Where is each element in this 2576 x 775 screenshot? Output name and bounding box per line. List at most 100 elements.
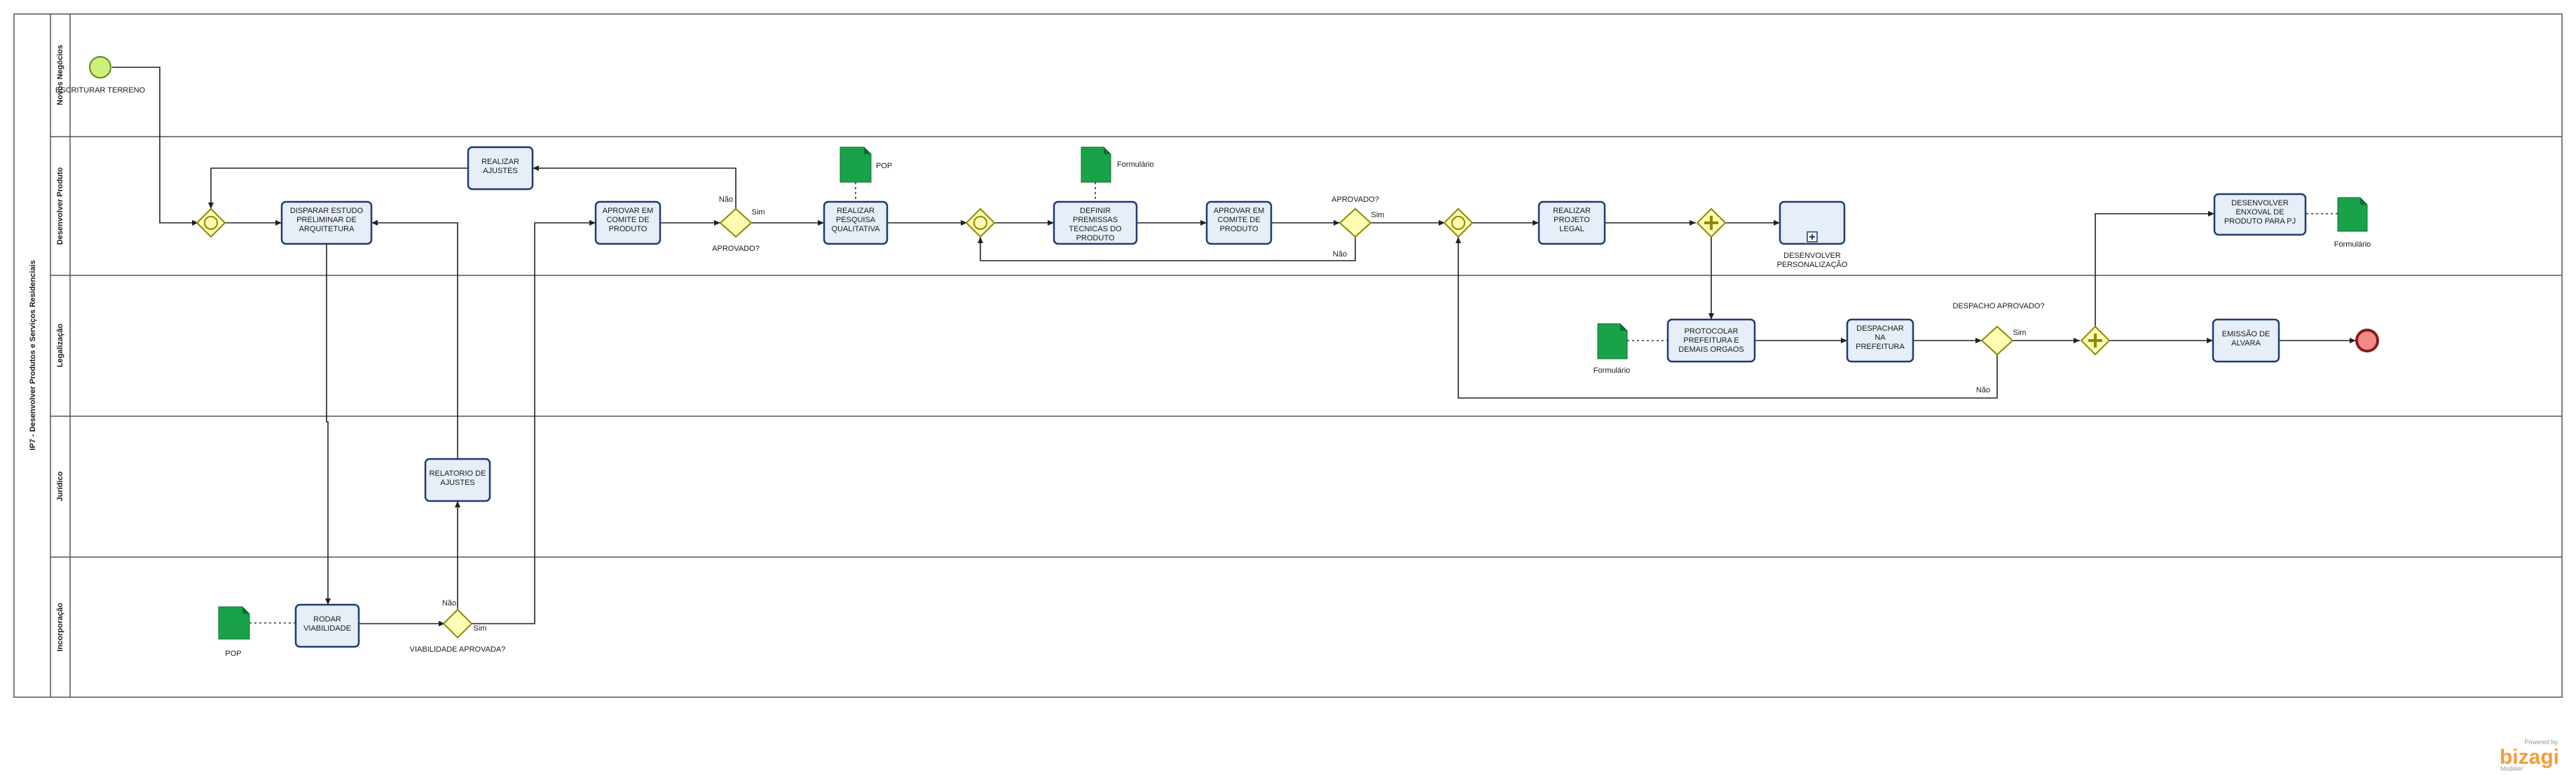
label-line: RELATORIO DE bbox=[430, 469, 486, 478]
merge-gateway-3[interactable] bbox=[1443, 207, 1474, 238]
label-line: PRODUTO bbox=[1076, 234, 1115, 242]
label-line: PROJETO bbox=[1554, 216, 1590, 224]
label-line: PRELIMINAR DE bbox=[296, 216, 357, 224]
end-event[interactable] bbox=[2355, 329, 2379, 352]
lane-juridico: Jurídico bbox=[56, 471, 64, 501]
lane-incorporacao: Incorporação bbox=[56, 603, 64, 652]
flow-start-to-merge bbox=[112, 67, 198, 226]
flow-parallel2-to-enxoval bbox=[2095, 211, 2214, 327]
label-sim-aprovado-1: Sim bbox=[752, 208, 765, 217]
lane-novos-negocios: Novos Negócios bbox=[56, 45, 64, 105]
label-line: DEMAIS ORGAOS bbox=[1678, 345, 1744, 354]
lane-desenvolver-produto: Desenvolver Produto bbox=[56, 167, 64, 245]
gateway-despacho-label: DESPACHO APROVADO? bbox=[1952, 302, 2044, 310]
label-line: APROVAR EM bbox=[1214, 207, 1265, 215]
label-line: ENXOVAL DE bbox=[2235, 208, 2284, 217]
label-line: PREFEITURA bbox=[1856, 343, 1905, 351]
document-pop-incorporacao[interactable] bbox=[218, 606, 250, 640]
label-line: AJUSTES bbox=[440, 479, 475, 487]
document-formulario-premissas[interactable] bbox=[1081, 146, 1111, 183]
label-nao-despacho: Não bbox=[1976, 386, 1990, 395]
start-event-label: ESCRITURAR TERRENO bbox=[55, 86, 146, 95]
logo-name: bizagi bbox=[2500, 746, 2559, 769]
label-line: PRODUTO bbox=[1220, 225, 1259, 233]
gateway-viabilidade-text: VIABILIDADE APROVADA? bbox=[410, 645, 506, 654]
label-line: AJUSTES bbox=[483, 167, 518, 175]
flow-viab-sim-to-comite bbox=[470, 220, 596, 624]
gateway-aprovado-1[interactable] bbox=[719, 207, 753, 238]
label-line: ARQUITETURA bbox=[299, 225, 355, 233]
label-line: PESQUISA bbox=[836, 216, 876, 224]
label-line: EMISSÃO DE bbox=[2222, 329, 2270, 338]
label-line: QUALITATIVA bbox=[831, 225, 880, 233]
pool: IP7 - Desenvolver Produtos e Serviços Re… bbox=[13, 13, 2563, 698]
parallel-gateway-1[interactable] bbox=[1696, 207, 1727, 238]
gateway-viabilidade[interactable] bbox=[442, 608, 473, 639]
start-event[interactable] bbox=[89, 56, 111, 78]
parallel-gateway-2[interactable] bbox=[2080, 325, 2111, 356]
flow-ajustes-to-merge bbox=[208, 167, 468, 209]
document-pop-incorporacao-label: POP bbox=[225, 650, 241, 658]
flow-aprovado2-nao-to-merge2 bbox=[978, 237, 1356, 261]
sequence-flows bbox=[112, 67, 2356, 626]
document-formulario-enxoval[interactable] bbox=[2337, 197, 2368, 232]
flow-despacho-nao-to-merge3 bbox=[1455, 237, 1998, 399]
label-line: DESENVOLVER bbox=[2231, 199, 2289, 207]
label-nao-viabilidade: Não bbox=[442, 599, 456, 608]
document-pop-pesquisa-label: POP bbox=[876, 162, 892, 170]
label-line: PERSONALIZAÇÃO bbox=[1777, 260, 1848, 269]
document-pop-pesquisa[interactable] bbox=[840, 146, 872, 183]
label-line: DESENVOLVER bbox=[1783, 252, 1841, 260]
label-nao-aprovado-1: Não bbox=[719, 196, 733, 204]
associations bbox=[249, 182, 2338, 624]
label-line: NA bbox=[1875, 334, 1886, 342]
document-formulario-premissas-label: Formulário bbox=[1117, 160, 1154, 169]
label-line: REALIZAR bbox=[837, 207, 875, 215]
gateway-despacho-text: DESPACHO APROVADO? bbox=[1952, 302, 2044, 310]
logo-sub: Modeler bbox=[2500, 765, 2523, 772]
label-line: REALIZAR bbox=[1553, 207, 1591, 215]
label-line: VIABILIDADE bbox=[303, 624, 351, 633]
document-formulario-legalizacao-label: Formulário bbox=[1594, 366, 1631, 375]
label-line: PROTOCOLAR bbox=[1685, 327, 1739, 336]
flow-relatorio-to-disparar bbox=[371, 220, 458, 459]
subprocess-desenvolver-personalizacao[interactable] bbox=[1779, 200, 1846, 245]
document-formulario-enxoval-label: Formulário bbox=[2334, 240, 2371, 249]
merge-gateway-1[interactable] bbox=[196, 207, 226, 238]
label-line: APROVAR EM bbox=[603, 207, 654, 215]
pool-title: IP7 - Desenvolver Produtos e Serviços Re… bbox=[29, 260, 37, 450]
label-sim-viabilidade: Sim bbox=[474, 624, 487, 633]
merge-gateway-2[interactable] bbox=[965, 207, 996, 238]
document-formulario-legalizacao[interactable] bbox=[1597, 323, 1628, 359]
flow-aprovado-nao-to-ajustes bbox=[533, 165, 737, 209]
gateway-despacho[interactable] bbox=[1980, 325, 2014, 356]
flow-disparar-to-rodar bbox=[325, 244, 331, 605]
label-line: PRODUTO bbox=[609, 225, 648, 233]
gateway-aprovado-2-label: APROVADO? bbox=[1331, 196, 1379, 204]
gateway-aprovado-2[interactable] bbox=[1338, 207, 1372, 238]
